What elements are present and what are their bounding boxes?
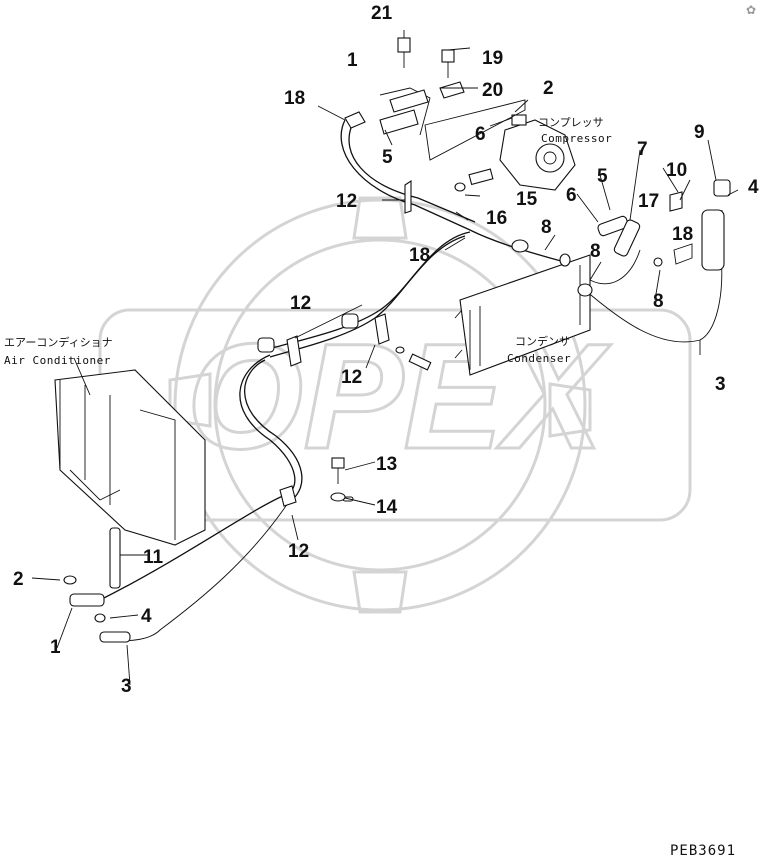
callout-14: 14 (376, 497, 398, 518)
callout-12-bottom: 12 (288, 541, 309, 562)
callout-8-right: 18 (672, 224, 693, 245)
callout-17: 17 (638, 191, 659, 212)
condenser-unit (454, 254, 591, 376)
callout-18-mid: 18 (409, 245, 430, 266)
air-conditioner-label-jp: エアーコンディショナ (4, 335, 113, 349)
component-labels: コンプレッサ Compressor コンデンサ Condenser エアーコンデ… (4, 116, 612, 367)
leader-lines (31, 30, 739, 686)
callout-21: 21 (371, 3, 393, 24)
callout-6-top: 6 (475, 124, 486, 145)
callout-5-right: 5 (597, 166, 608, 187)
callout-6-right: 6 (566, 185, 577, 206)
callout-1: 1 (347, 50, 358, 71)
callout-15: 15 (516, 189, 538, 210)
condenser-label-en: Condenser (507, 352, 571, 365)
callout-labels: 21 1 19 20 18 2 6 5 15 12 16 18 7 9 10 4… (13, 3, 759, 697)
compressor-label-en: Compressor (541, 132, 612, 145)
watermark-logo: OPEX (98, 196, 692, 614)
callout-12-lower: 12 (341, 367, 362, 388)
callout-3-left: 3 (121, 676, 132, 697)
corner-mark: ✿ (746, 3, 756, 17)
air-conditioner-unit (54, 369, 206, 589)
callout-2-top: 2 (543, 78, 554, 99)
callout-10: 10 (666, 160, 687, 181)
air-conditioner-label-en: Air Conditioner (4, 354, 111, 367)
callout-8-lower: 8 (653, 291, 664, 312)
hose-lines (99, 87, 723, 642)
receiver-dryer (669, 179, 731, 271)
callout-5-top: 5 (382, 147, 393, 168)
callout-11: 11 (143, 547, 164, 568)
callout-19: 19 (482, 48, 503, 69)
callout-1-left: 1 (50, 637, 61, 658)
callout-12-mid: 12 (290, 293, 311, 314)
callout-2-left: 2 (13, 569, 24, 590)
callout-12-top: 12 (336, 191, 357, 212)
callout-9: 9 (694, 122, 705, 143)
callout-4-right: 4 (748, 177, 759, 198)
callout-20: 20 (482, 80, 503, 101)
callout-18-top: 18 (284, 88, 305, 109)
callout-13: 13 (376, 454, 397, 475)
hardware-parts (63, 37, 663, 643)
callout-7: 7 (637, 139, 648, 160)
callout-4-left: 4 (141, 606, 152, 627)
callout-3-right: 3 (715, 374, 726, 395)
compressor-label-jp: コンプレッサ (538, 116, 604, 129)
drawing-code: PEB3691 (670, 843, 736, 859)
condenser-label-jp: コンデンサ (515, 334, 570, 348)
callout-18-right: 8 (541, 217, 552, 238)
callout-18-condenser: 8 (590, 241, 601, 262)
compressor-unit (424, 99, 576, 191)
callout-16: 16 (486, 208, 507, 229)
